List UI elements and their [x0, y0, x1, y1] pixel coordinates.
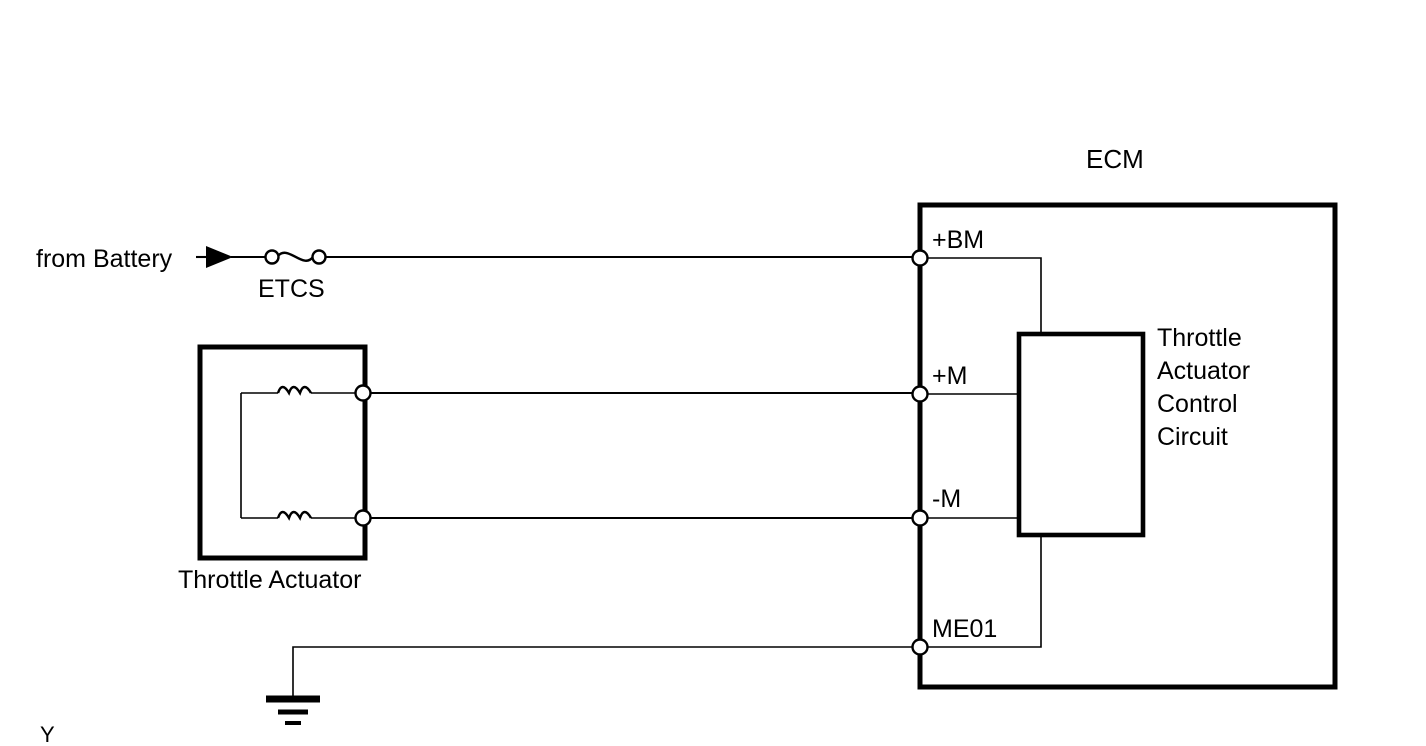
ecm-label: ECM: [1086, 144, 1144, 174]
terminal-label-bm: +BM: [932, 226, 984, 254]
control-circuit-label-line-3: Control: [1157, 390, 1238, 418]
terminal-label-minus-m: -M: [932, 485, 961, 513]
battery-arrow-icon: [206, 246, 233, 268]
control-circuit-label-line-1: Throttle: [1157, 324, 1242, 352]
lower-coil-icon: [276, 510, 313, 521]
ecm-box: [917, 202, 1338, 690]
wire-internal-control-to-me01: [920, 535, 1042, 648]
terminal-label-plus-m: +M: [932, 362, 967, 390]
control-circuit-label-line-2: Actuator: [1157, 357, 1250, 385]
terminal-node-me01: [911, 638, 929, 656]
throttle-actuator-label: Throttle Actuator: [178, 566, 361, 594]
terminal-node-bm: [911, 249, 929, 267]
terminal-label-me01: ME01: [932, 615, 997, 643]
actuator-terminal-upper-node: [354, 384, 372, 402]
fuse-terminal-left-icon: [264, 249, 280, 265]
actuator-terminal-lower-node: [354, 509, 372, 527]
etcs-fuse-element-icon: [277, 251, 314, 262]
wire-internal-bm-to-control: [920, 257, 1042, 334]
terminal-node-minus-m: [911, 509, 929, 527]
etcs-fuse-label: ETCS: [258, 275, 325, 303]
upper-coil-icon: [276, 385, 313, 396]
wire-ground-run: [292, 646, 920, 700]
corner-mark-label: Y: [40, 722, 55, 746]
throttle-actuator-control-circuit-box: [1016, 331, 1146, 538]
throttle-actuator-box: [197, 344, 368, 561]
terminal-node-plus-m: [911, 385, 929, 403]
from-battery-label: from Battery: [36, 245, 173, 273]
fuse-terminal-right-icon: [311, 249, 327, 265]
control-circuit-label-line-4: Circuit: [1157, 423, 1228, 451]
